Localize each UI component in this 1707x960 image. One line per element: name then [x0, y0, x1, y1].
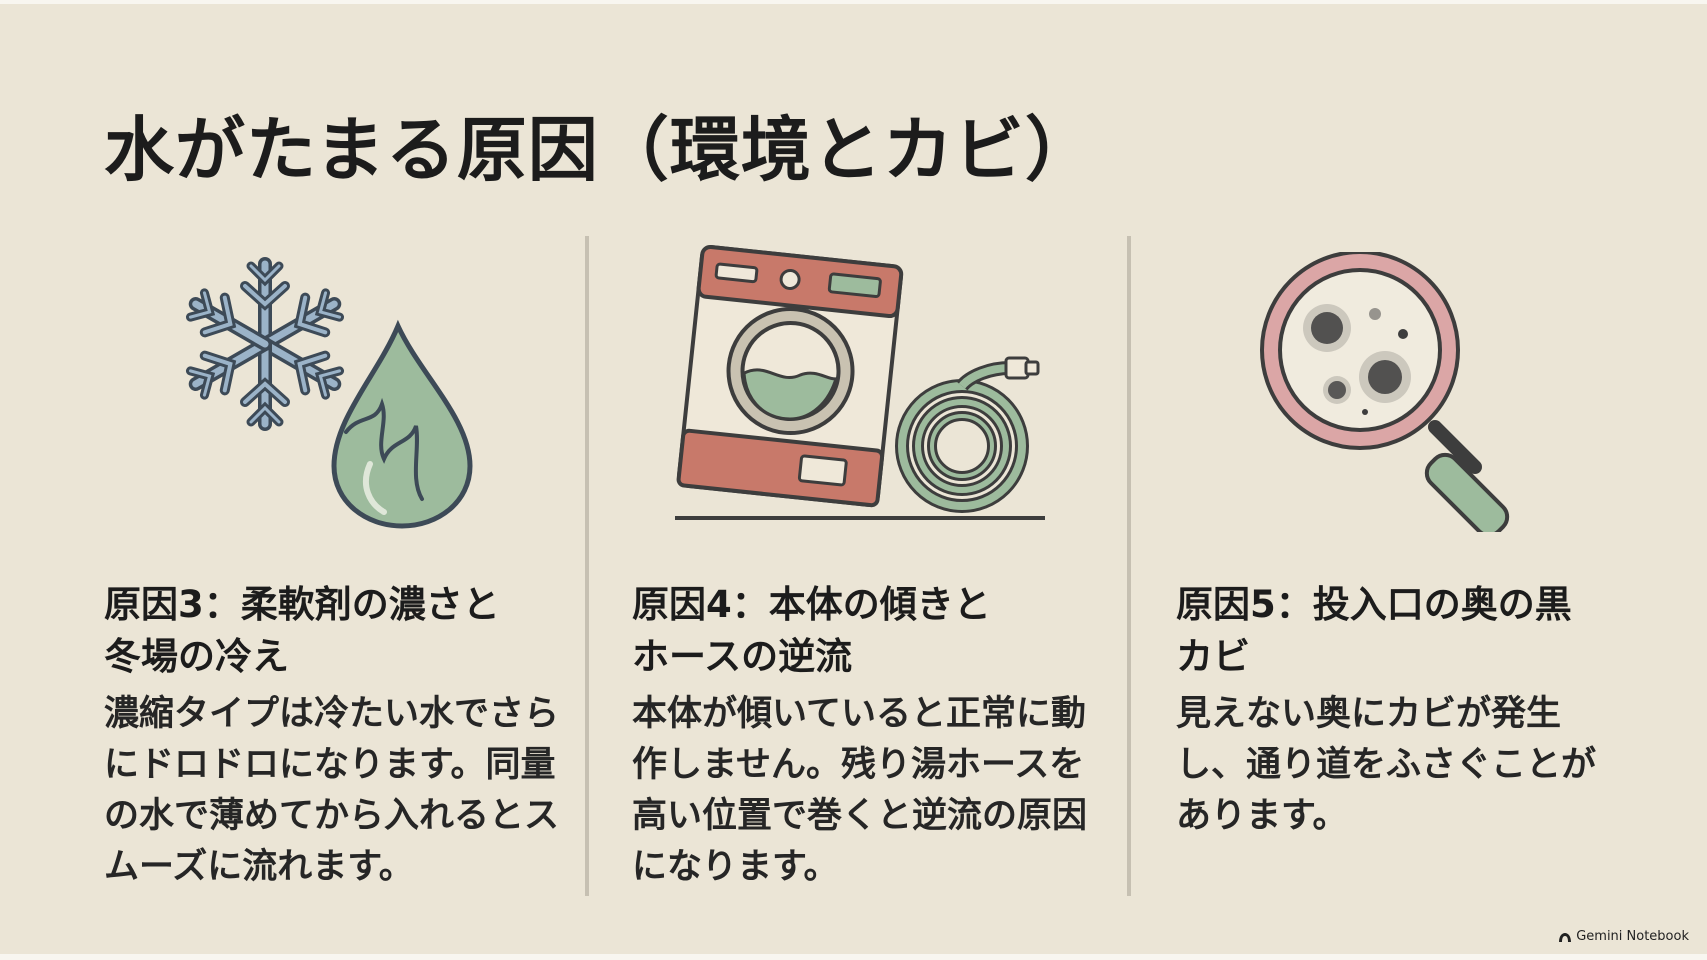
cause-4-column: 原因4：本体の傾きとホースの逆流 本体が傾いていると正常に動作しません。残り湯ホ… — [632, 579, 1122, 893]
magnifier-mold-icon — [1260, 252, 1510, 532]
footer-brand: Gemini Notebook — [1558, 929, 1689, 944]
gemini-logo-icon — [1559, 932, 1572, 942]
footer-brand-text: Gemini Notebook — [1576, 929, 1689, 944]
cause-3-body: 濃縮タイプは冷たい水でさらにドロドロになります。同量の水で薄めてから入れるとスム… — [104, 694, 560, 887]
snowflake-water-drop-icon — [185, 257, 473, 529]
washing-machine-hose-icon — [675, 244, 1045, 520]
cause-5-body: 見えない奥にカビが発生し、通り道をふさぐことがあります。 — [1176, 694, 1597, 836]
slide: 水がたまる原因（環境とカビ） — [0, 4, 1707, 954]
cause-4-body: 本体が傾いていると正常に動作しません。残り湯ホースを高い位置で巻くと逆流の原因に… — [632, 694, 1088, 887]
cause-3-column: 原因3：柔軟剤の濃さと冬場の冷え 濃縮タイプは冷たい水でさらにドロドロになります… — [104, 579, 594, 893]
column-divider — [1127, 236, 1131, 896]
cause-4-heading: 原因4：本体の傾きとホースの逆流 — [632, 583, 991, 678]
cause-3-heading: 原因3：柔軟剤の濃さと冬場の冷え — [104, 583, 500, 678]
column-divider — [585, 236, 589, 896]
cause-5-column: 原因5：投入口の奥の黒カビ 見えない奥にカビが発生し、通り道をふさぐことがありま… — [1176, 579, 1666, 842]
page-title: 水がたまる原因（環境とカビ） — [104, 109, 1096, 191]
cause-5-heading: 原因5：投入口の奥の黒カビ — [1176, 583, 1572, 678]
